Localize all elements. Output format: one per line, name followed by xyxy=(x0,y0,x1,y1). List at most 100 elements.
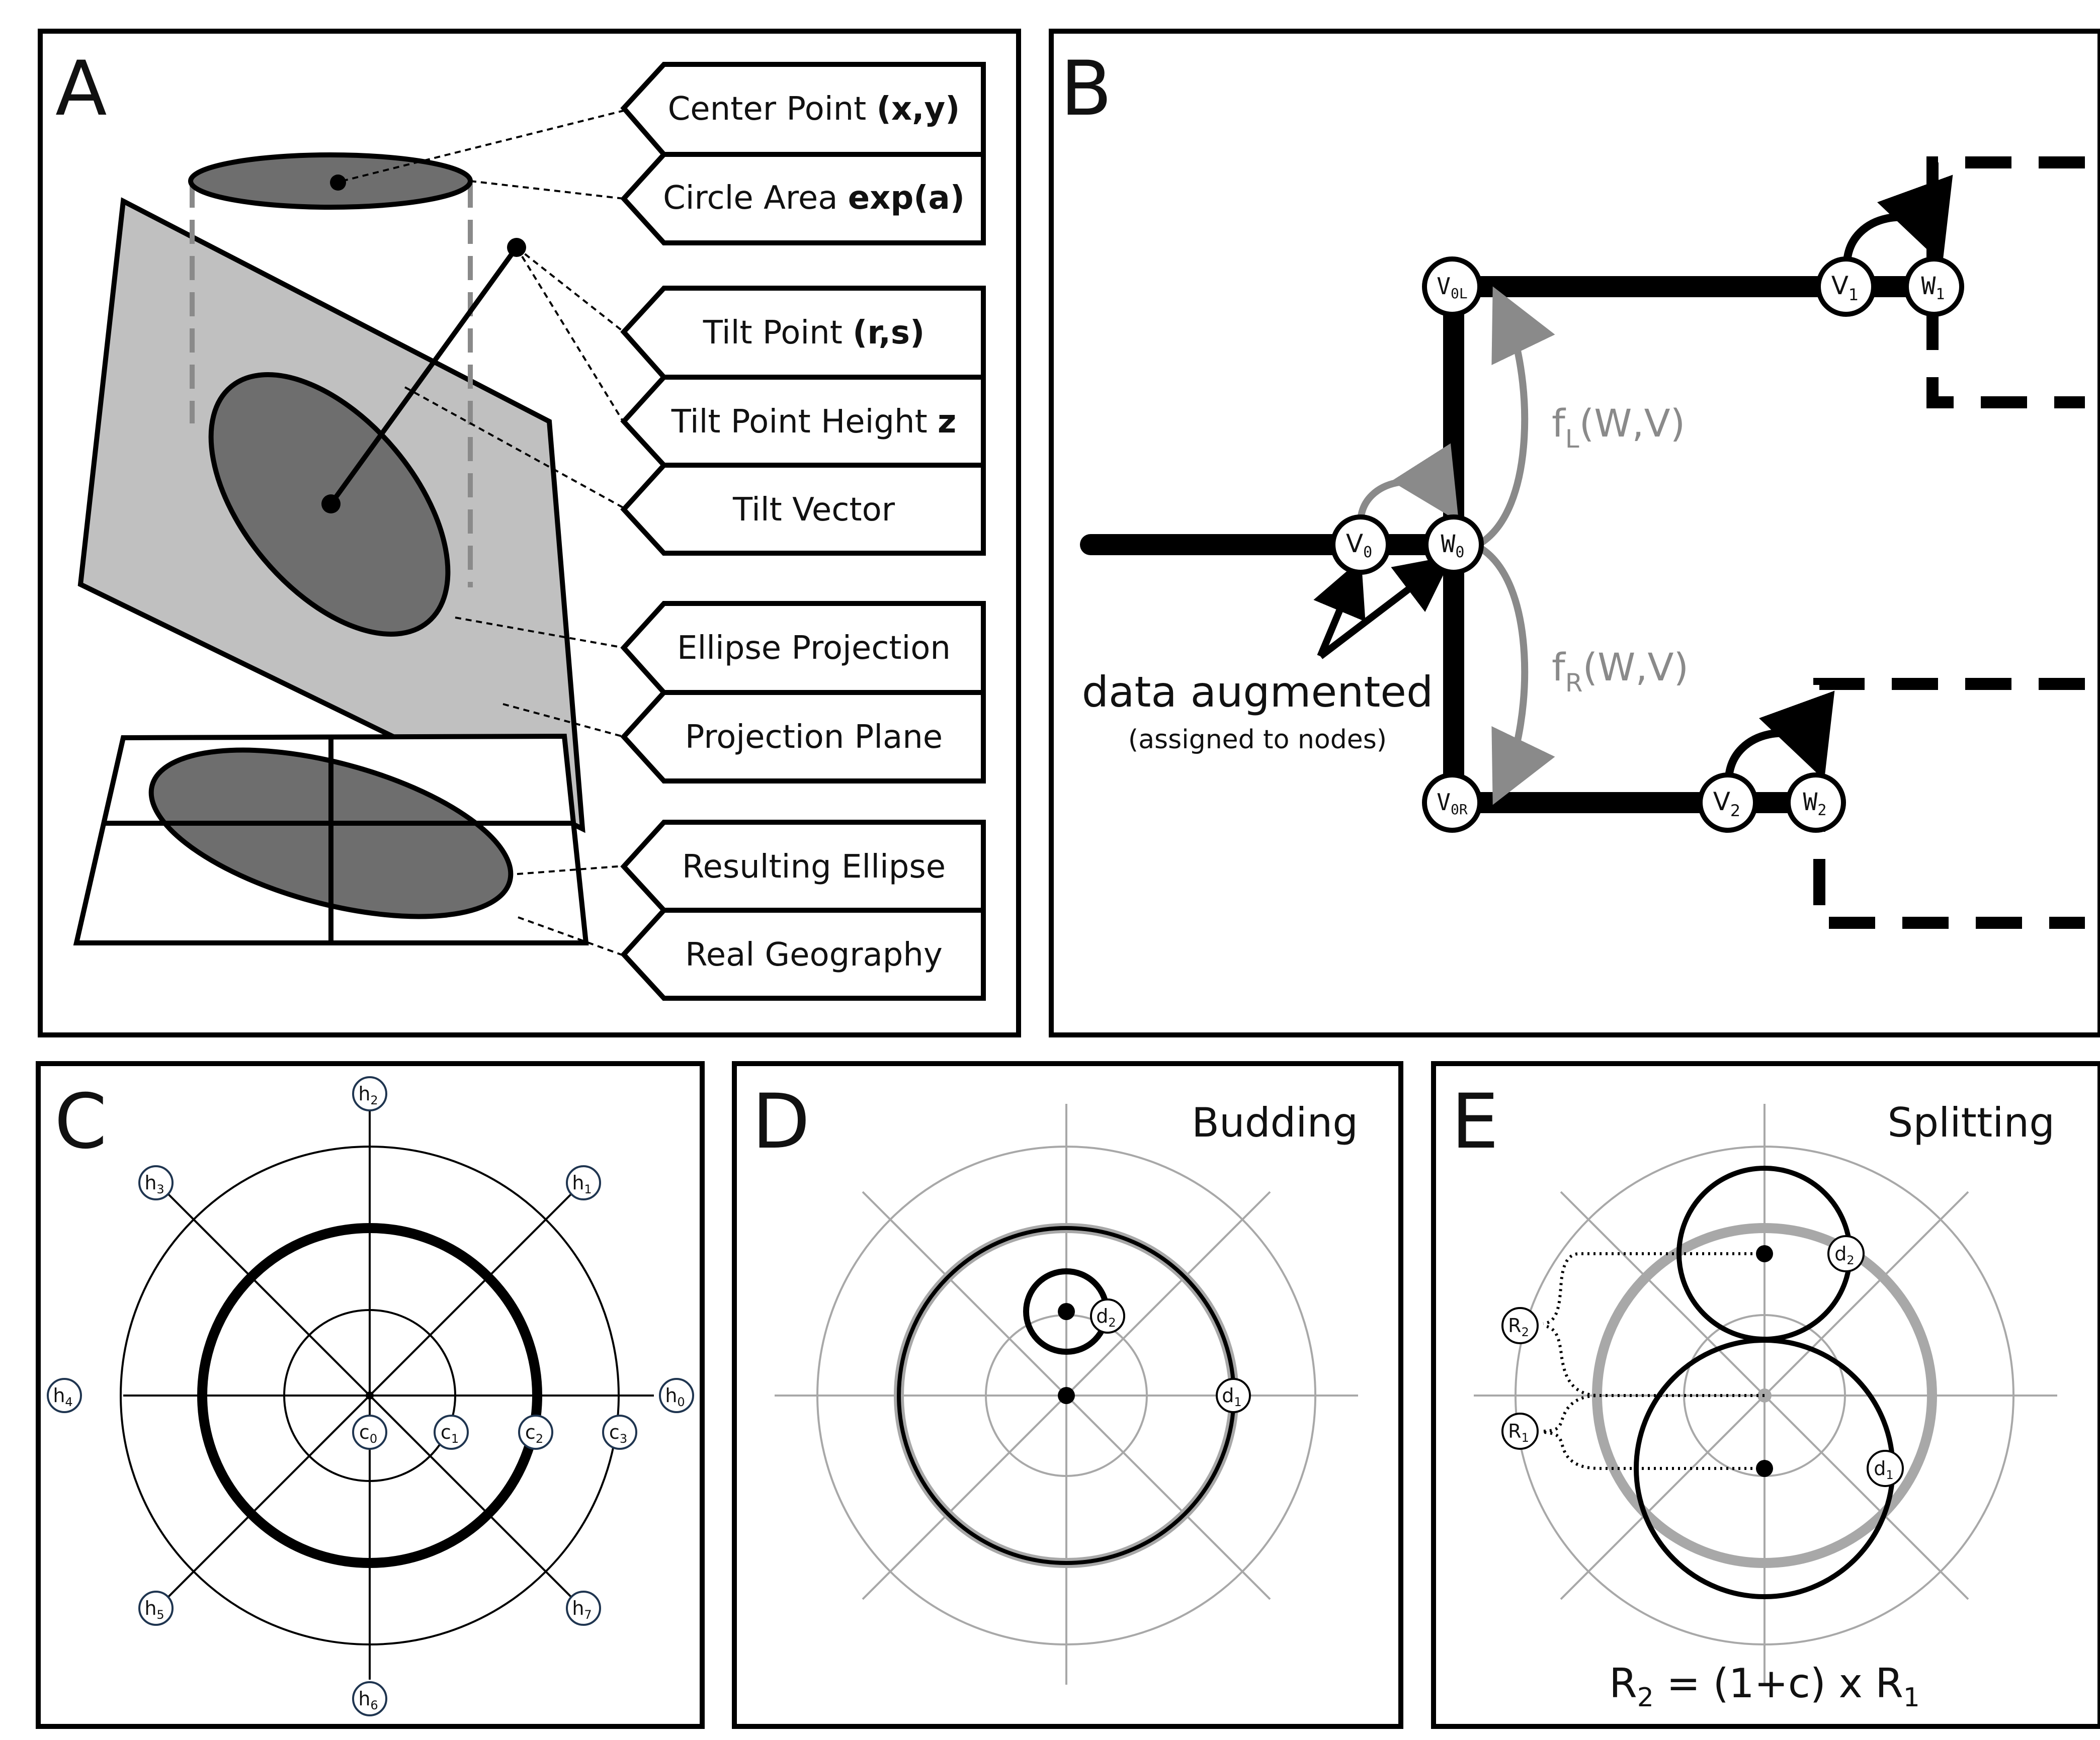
svg-text:h1: h1 xyxy=(572,1172,592,1196)
node-v1: V1 xyxy=(1816,256,1876,317)
node-w2: W2 xyxy=(1786,772,1846,833)
svg-text:V1: V1 xyxy=(1831,271,1859,304)
h-badges: h0 h1 h2 h3 h4 h5 h6 h7 xyxy=(47,1076,694,1716)
data-arrow-v0 xyxy=(1313,559,1366,658)
panel-b-letter: B xyxy=(1060,45,1112,133)
panel-b-frame xyxy=(1049,29,2100,1037)
badge-h5: h5 xyxy=(138,1591,174,1626)
badge-d2: d2 xyxy=(1090,1298,1125,1334)
fr-label: fR(W,V) xyxy=(1552,645,1689,698)
graph-nodes: V0L V1 W1 V0 W0 V0R V2 W2 xyxy=(1330,256,1964,833)
svg-text:h7: h7 xyxy=(572,1597,592,1622)
tilt-vector xyxy=(328,246,519,505)
svg-text:h4: h4 xyxy=(53,1384,72,1409)
callout-tilt-vector: Tilt Vector xyxy=(732,491,895,529)
self-loop-center xyxy=(1357,443,1459,522)
callout-stack-3 xyxy=(620,601,986,784)
c-badges: c0 c1 c2 c3 xyxy=(352,1415,637,1450)
panel-d: D Budding d1 d2 xyxy=(732,1061,1403,1729)
tilt-vector-base-dot xyxy=(321,494,341,513)
callout-circle-area: Circle Area exp(a) xyxy=(663,180,965,217)
svg-text:W1: W1 xyxy=(1921,272,1945,303)
center-point-dot xyxy=(330,175,346,191)
callout-center-point: Center Point (x,y) xyxy=(668,91,960,128)
callout-stack-1 xyxy=(620,62,986,245)
badge-h7: h7 xyxy=(566,1591,601,1626)
callout-projection-plane: Projection Plane xyxy=(685,719,943,756)
svg-text:h6: h6 xyxy=(358,1688,378,1712)
svg-text:d1: d1 xyxy=(1222,1384,1241,1409)
callout-real-geography: Real Geography xyxy=(685,936,943,974)
badge-h3: h3 xyxy=(138,1165,174,1200)
badge-c3: c3 xyxy=(602,1415,637,1450)
svg-text:V0L: V0L xyxy=(1437,273,1467,302)
svg-text:R2: R2 xyxy=(1508,1315,1529,1339)
badge-h2: h2 xyxy=(352,1076,387,1111)
node-v2: V2 xyxy=(1698,772,1758,833)
badge-r2: R2 xyxy=(1501,1307,1539,1344)
fl-label: fL(W,V) xyxy=(1552,401,1685,454)
svg-text:h3: h3 xyxy=(144,1172,164,1196)
callout-resulting-ellipse: Resulting Ellipse xyxy=(682,848,946,886)
callout-tilt-point-height: Tilt Point Height z xyxy=(671,403,957,441)
node-v0r: V0R xyxy=(1422,772,1482,833)
panel-c: C h0 h1 h2 h3 h4 h5 h6 h7 c0 c1 c2 c3 xyxy=(36,1061,705,1729)
svg-text:c2: c2 xyxy=(525,1421,543,1446)
panel-e-title: Splitting xyxy=(1888,1099,2055,1146)
parent-center-dot xyxy=(1058,1387,1075,1404)
svg-text:c3: c3 xyxy=(609,1421,627,1446)
badge-h6: h6 xyxy=(352,1681,387,1716)
callout-stack-4 xyxy=(620,820,986,1001)
svg-text:c0: c0 xyxy=(359,1421,377,1446)
data-augmented-label: data augmented xyxy=(1082,667,1434,717)
panel-b: B V0L V1 W xyxy=(1049,29,2100,1037)
panel-d-letter: D xyxy=(752,1078,810,1166)
badge-h1: h1 xyxy=(566,1165,601,1200)
node-w1: W1 xyxy=(1904,256,1964,317)
bud-center-dot xyxy=(1058,1303,1075,1320)
svg-text:h0: h0 xyxy=(665,1384,685,1409)
callout-tilt-point: Tilt Point (r,s) xyxy=(703,314,925,352)
callout-ellipse-projection: Ellipse Projection xyxy=(677,630,951,667)
svg-text:W0: W0 xyxy=(1441,530,1465,561)
badge-c2: c2 xyxy=(518,1415,553,1450)
split-formula: R2 = (1+c) x R1 xyxy=(1609,1660,1920,1713)
bracket-upper xyxy=(1926,156,2085,408)
parent-circle-e-gray xyxy=(1592,1223,1937,1568)
dotted-connectors xyxy=(1543,1252,1765,1470)
badge-d1: d1 xyxy=(1216,1378,1251,1413)
panel-e-letter: E xyxy=(1451,1078,1499,1166)
svg-text:h5: h5 xyxy=(144,1597,164,1622)
badge-h4: h4 xyxy=(47,1378,82,1413)
self-loop-lower xyxy=(1725,690,1835,780)
svg-text:V0R: V0R xyxy=(1437,789,1468,818)
svg-text:W2: W2 xyxy=(1803,788,1827,819)
data-arrow-w0 xyxy=(1318,555,1453,659)
badge-e-d2: d2 xyxy=(1827,1235,1865,1272)
panel-a-letter: A xyxy=(55,45,107,133)
svg-text:h2: h2 xyxy=(358,1083,378,1107)
fl-arrow xyxy=(1474,286,1555,549)
callout-stack-2 xyxy=(620,286,986,556)
leader-lines xyxy=(342,110,625,956)
badge-e-d1: d1 xyxy=(1867,1450,1904,1487)
panel-a: A xyxy=(38,29,1021,1037)
center-dot-c xyxy=(366,1391,374,1400)
svg-text:d2: d2 xyxy=(1096,1305,1116,1330)
badge-c0: c0 xyxy=(352,1415,387,1450)
node-v0l: V0L xyxy=(1422,256,1482,317)
badge-c1: c1 xyxy=(434,1415,469,1450)
svg-text:V0: V0 xyxy=(1346,529,1372,561)
badge-h0: h0 xyxy=(659,1378,694,1413)
svg-text:V2: V2 xyxy=(1713,787,1741,820)
node-w0: W0 xyxy=(1423,514,1484,575)
svg-text:d1: d1 xyxy=(1874,1457,1893,1482)
data-augmented-sublabel: (assigned to nodes) xyxy=(1128,725,1387,755)
panel-d-title: Budding xyxy=(1192,1099,1358,1146)
fr-arrow xyxy=(1474,542,1555,805)
svg-text:R1: R1 xyxy=(1508,1420,1529,1445)
panel-e: E Splitting R2 R1 d2 d1 R2 = (1+c) x R1 xyxy=(1431,1061,2100,1729)
panel-c-letter: C xyxy=(54,1078,107,1166)
svg-text:c1: c1 xyxy=(441,1421,459,1446)
